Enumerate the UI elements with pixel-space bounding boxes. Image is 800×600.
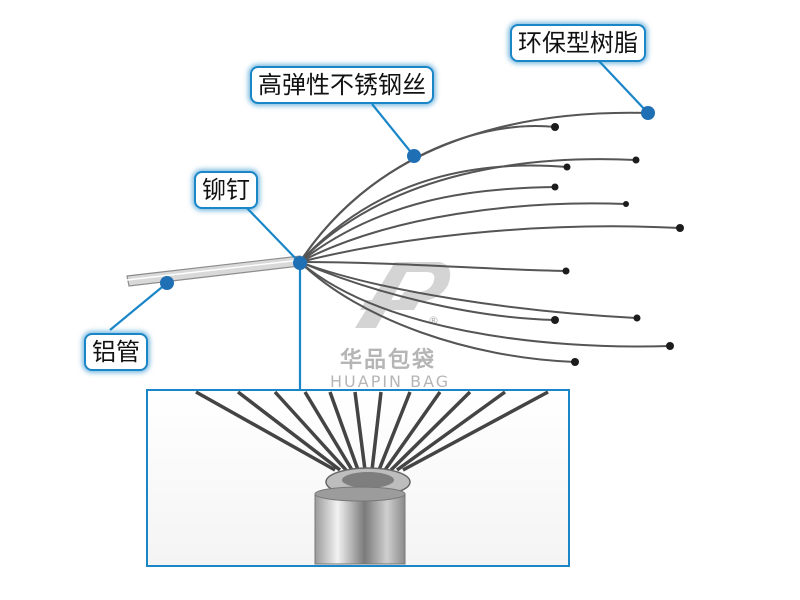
watermark-registered: ® xyxy=(428,314,439,327)
resin-tips xyxy=(551,108,684,366)
label-steel-wire: 高弹性不锈钢丝 xyxy=(250,66,434,104)
label-rivet: 铆钉 xyxy=(194,171,258,209)
aluminum-tube xyxy=(126,255,301,287)
zoom-detail xyxy=(146,389,570,567)
callout-lines xyxy=(109,59,649,390)
watermark-brand-cn: 华品包袋 xyxy=(340,348,437,373)
watermark-logo xyxy=(355,262,451,328)
callout-dots xyxy=(160,106,655,290)
steel-wires xyxy=(299,111,681,363)
label-aluminum-tube: 铝管 xyxy=(84,333,148,371)
label-resin: 环保型树脂 xyxy=(510,24,646,62)
watermark-brand-en: HUAPIN BAG xyxy=(330,372,451,391)
